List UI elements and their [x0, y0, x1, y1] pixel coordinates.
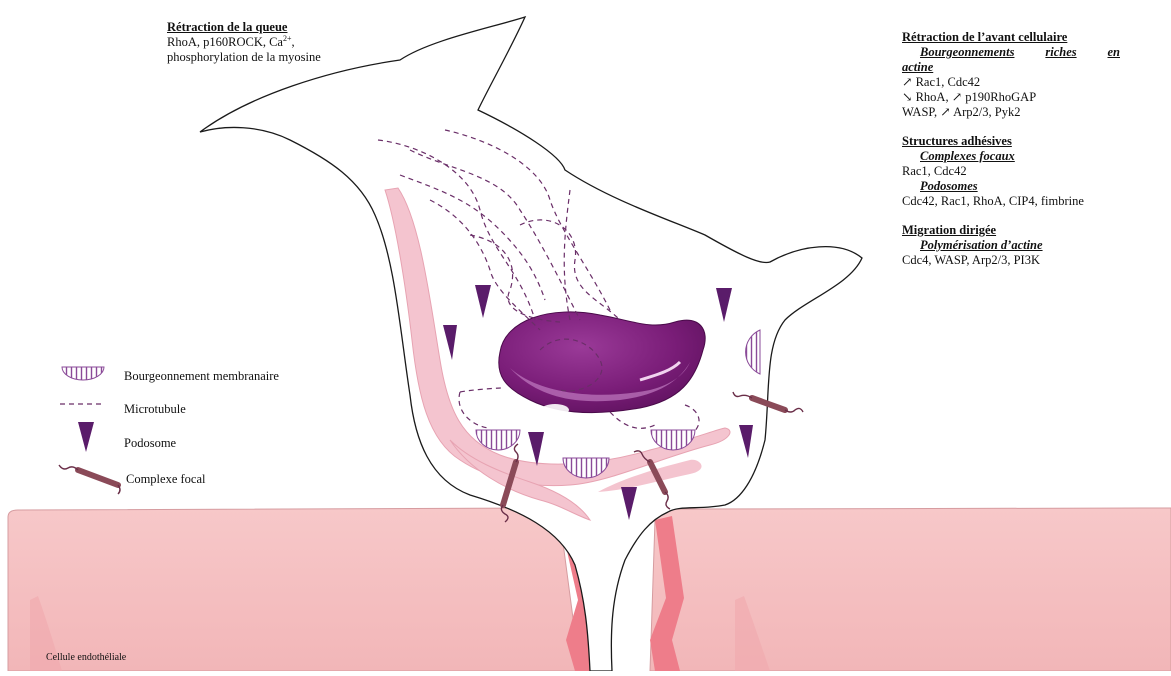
- front-retraction-line: ↘ RhoA, ↗ p190RhoGAP: [902, 90, 1120, 105]
- legend-microtubule-label: Microtubule: [124, 402, 186, 417]
- endothelium-left: [8, 508, 600, 671]
- right-annotation-panel: Rétraction de l’avant cellulaire Bourgeo…: [902, 30, 1120, 282]
- front-retraction-line: ↗ Rac1, Cdc42: [902, 75, 1120, 90]
- legend-focal-complex-icon: [59, 465, 120, 494]
- directed-migration-block: Migration dirigée Polymérisation d’actin…: [902, 223, 1120, 268]
- focal-complexes-title: Complexes focaux: [902, 149, 1120, 164]
- directed-migration-text: Cdc4, WASP, Arp2/3, PI3K: [902, 253, 1120, 268]
- endothelial-cell-label: Cellule endothéliale: [46, 652, 126, 663]
- front-retraction-subtitle-line2: actine: [902, 60, 1120, 75]
- front-retraction-block: Rétraction de l’avant cellulaire Bourgeo…: [902, 30, 1120, 120]
- adhesive-structures-title: Structures adhésives: [902, 134, 1120, 149]
- legend-focal-complex-label: Complexe focal: [126, 472, 206, 487]
- legend: [59, 367, 120, 494]
- podosomes-text: Cdc42, Rac1, RhoA, CIP4, fimbrine: [902, 194, 1120, 209]
- tail-retraction-line1: RhoA, p160ROCK, Ca2+,: [167, 35, 321, 50]
- front-retraction-line: WASP, ↗ Arp2/3, Pyk2: [902, 105, 1120, 120]
- tail-retraction-block: Rétraction de la queue RhoA, p160ROCK, C…: [167, 20, 321, 65]
- legend-podosome-icon: [78, 422, 94, 452]
- tail-retraction-line2: phosphorylation de la myosine: [167, 50, 321, 65]
- tail-retraction-title: Rétraction de la queue: [167, 20, 321, 35]
- legend-podosome-label: Podosome: [124, 436, 176, 451]
- adhesive-structures-block: Structures adhésives Complexes focaux Ra…: [902, 134, 1120, 209]
- directed-migration-subtitle: Polymérisation d’actine: [902, 238, 1120, 253]
- legend-bleb-label: Bourgeonnement membranaire: [124, 369, 279, 384]
- focal-complexes-text: Rac1, Cdc42: [902, 164, 1120, 179]
- endothelium-right: [650, 508, 1171, 671]
- legend-bleb-icon: [62, 367, 104, 380]
- front-retraction-subtitle: Bourgeonnements riches en: [902, 45, 1120, 60]
- directed-migration-title: Migration dirigée: [902, 223, 1120, 238]
- front-retraction-title: Rétraction de l’avant cellulaire: [902, 30, 1120, 45]
- podosomes-title: Podosomes: [902, 179, 1120, 194]
